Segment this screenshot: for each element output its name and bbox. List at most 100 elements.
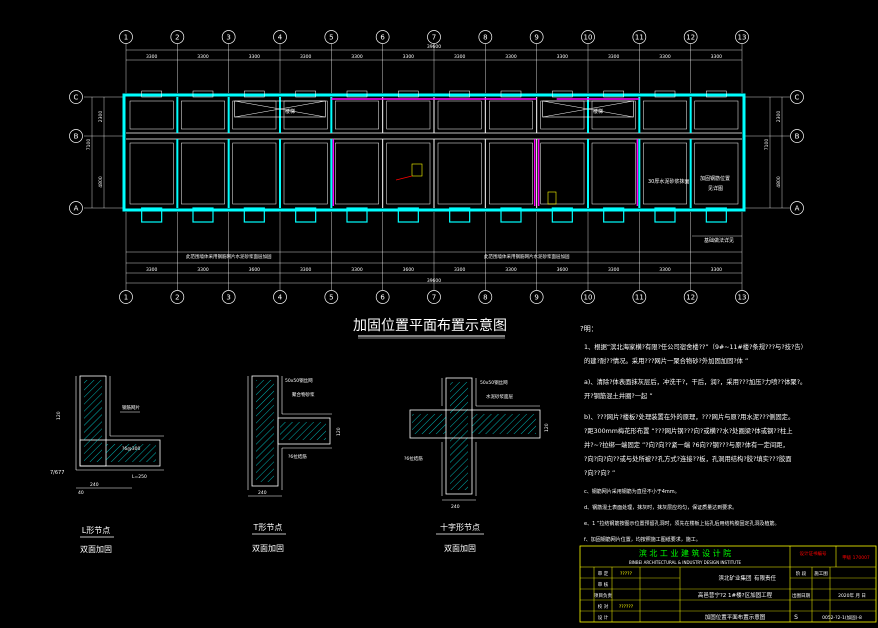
window-notch: [551, 207, 573, 223]
axis-label-top: 8: [483, 34, 487, 42]
institute-en: BINBEI ARCHITECTURAL & INDUSTRY DESIGN I…: [629, 560, 742, 565]
x-node-sub: 双面加固: [444, 543, 476, 553]
row-bubble-right: [790, 90, 804, 104]
axis-bubble-bottom: [273, 290, 287, 304]
bottom-span-label: 3300: [454, 267, 466, 273]
left-dim-label: 4800: [98, 176, 104, 188]
room-outline-upper: [694, 100, 739, 130]
tb-row-name: ?????: [620, 571, 633, 577]
window-notch: [449, 207, 471, 223]
axis-label-bottom: 5: [329, 294, 333, 302]
drawing-name: 加固位置平面布置示意图: [705, 613, 766, 621]
right-dim-label: 7100: [764, 139, 770, 151]
t-note-1: 50x50钢丝网: [285, 377, 313, 384]
tb-row-label: 校 对: [598, 603, 609, 610]
t-node-title: T形节点: [253, 523, 283, 532]
axis-bubble-bottom: [170, 290, 185, 304]
client-sub: 有限责任: [754, 574, 777, 582]
axis-bubble-bottom: [119, 290, 133, 304]
room-outline-lower: [694, 142, 739, 205]
l-dim-120: 120: [56, 411, 62, 420]
tb-row-label: 项目负责: [594, 592, 612, 599]
t-note-3: ?6拉结筋: [288, 453, 307, 460]
left-dim-label: 2300: [98, 111, 104, 123]
row-bubble-right: [790, 129, 804, 143]
l-node-title: L形节点: [82, 526, 110, 535]
stair-box: [542, 100, 634, 118]
axis-label-top: 7: [432, 34, 436, 42]
window-top: [552, 90, 573, 98]
note-line: 1、根据“滨北海家横?有限?任公司宿舍楼??”（9#~11#楼?条规???与?技…: [584, 342, 807, 351]
window-notch: [141, 207, 163, 223]
strip-note-1: 此范围墙体采用钢筋网片水泥砂浆面层加固: [186, 253, 272, 260]
note-foundation: 基础做法详见: [704, 237, 734, 244]
note-reinforcement: 加固钢筋位置: [700, 175, 730, 182]
marker-leader: [395, 175, 413, 181]
sheet-number: 0052-?2-1(加固)-8: [822, 614, 862, 621]
window-top: [244, 90, 265, 98]
t-node-sub: 双面加固: [252, 543, 284, 553]
window-top: [603, 90, 624, 98]
room-outline-lower: [283, 142, 328, 205]
l-node-detail: 钢筋网片 ?6@300 L=250 7/677 240 40 120 L形节点 …: [50, 375, 164, 554]
axis-label-bottom: 4: [278, 294, 283, 302]
room-outline-upper: [489, 100, 533, 130]
window-notch: [295, 207, 317, 223]
l-dim-240: 240: [90, 482, 99, 488]
axis-label-top: 3: [226, 34, 230, 42]
axis-label-top: 2: [175, 34, 179, 42]
axis-bubble-bottom: [735, 290, 749, 304]
note-30mm: 30厚水泥砂浆抹面: [648, 178, 689, 185]
row-bubble-left: [69, 90, 83, 104]
axis-label-top: 1: [124, 34, 128, 42]
institute-name: 滨 北 工 业 建 筑 设 计 院: [639, 548, 731, 558]
tb-row-label: 设 计: [598, 614, 609, 621]
axis-bubble-bottom: [324, 290, 339, 304]
t-dim-120: 120: [336, 427, 342, 436]
room-outline-upper: [129, 100, 174, 130]
node-details: 钢筋网片 ?6@300 L=250 7/677 240 40 120 L形节点 …: [50, 375, 550, 554]
row-label-left: C: [74, 94, 79, 102]
bottom-span-label: 3300: [505, 267, 517, 273]
note-line: ?距300mm梅花形布置 “???网片钢???向?或横??水?处圈梁?体或钢??…: [584, 426, 793, 435]
room-outline-upper: [181, 100, 225, 130]
bottom-span-label: 3300: [659, 267, 671, 273]
row-label-left: A: [74, 205, 79, 213]
top-span-label: 3300: [351, 54, 363, 60]
window-top: [500, 90, 522, 98]
window-notch: [654, 207, 676, 223]
total-length-top: 39600: [427, 44, 441, 50]
axis-bubble-bottom: [632, 290, 647, 304]
stair-diagonal: [542, 100, 634, 118]
right-dim-label: 4800: [776, 176, 782, 188]
axis-bubble-top: [119, 30, 133, 44]
axis-bubble-top: [581, 30, 595, 44]
notes-heading: ?明：: [580, 325, 598, 333]
window-notch: [705, 207, 727, 223]
stair-label: 楼梯: [593, 108, 603, 115]
window-top: [654, 90, 676, 98]
axis-label-top: 12: [686, 34, 695, 42]
axis-bubble-top: [529, 30, 544, 44]
room-outline-upper: [437, 100, 482, 130]
room-outline-lower: [540, 142, 585, 205]
axis-bubble-bottom: [581, 290, 595, 304]
t-node-detail: 50x50钢丝网 聚合物砂浆 ?6拉结筋 240 120 T形节点 双面加固: [247, 375, 342, 553]
top-span-label: 3300: [403, 54, 415, 60]
l-note-3: L=250: [132, 474, 147, 480]
row-label-left: B: [74, 133, 79, 141]
x-note-3: ?6拉结筋: [404, 455, 423, 462]
top-span-label: 3300: [711, 54, 723, 60]
sheet-prefix: S: [794, 614, 798, 621]
axis-label-top: 11: [635, 34, 644, 42]
window-notch: [397, 207, 419, 223]
tb-row-label: 审 核: [598, 581, 609, 588]
room-outline-lower: [181, 142, 225, 205]
note-line: b)、???网片?楼板?处理装置在外的原理，???网片与原?用水泥???侧固定。: [584, 412, 794, 421]
note-line: 并?~?拉绑一端固定 ”?向?向??紧一端 ?6向??钢???与原?体有一定间距…: [584, 440, 789, 449]
project-name: 高邑营宁?2 1#楼?区加固工程: [698, 591, 773, 599]
note-extra: f、加固钢筋网片位置，均按照施工图纸要求，施工。: [584, 536, 701, 543]
axis-bubble-top: [324, 30, 339, 44]
